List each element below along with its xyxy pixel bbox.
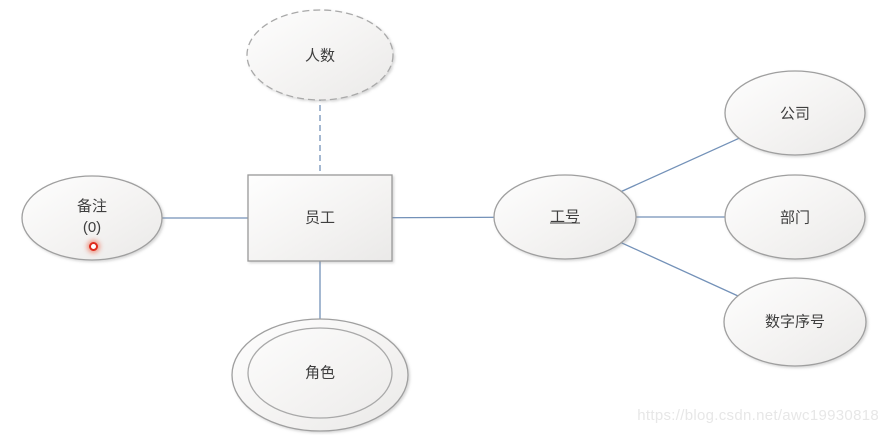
node-bumen-ellipse[interactable] [724,174,866,260]
node-juese-outer-ellipse[interactable] [231,318,409,432]
node-juese-inner-ellipse[interactable] [247,327,393,419]
node-yuangong-rect[interactable] [247,174,393,262]
node-gongsi-ellipse[interactable] [724,70,866,156]
node-shuzixuhao-ellipse[interactable] [723,277,867,367]
node-beizhu-ellipse[interactable] [21,175,163,261]
node-gonghao-ellipse[interactable] [493,174,637,260]
node-renshu-ellipse[interactable] [246,9,394,101]
record-indicator-dot [89,242,98,251]
